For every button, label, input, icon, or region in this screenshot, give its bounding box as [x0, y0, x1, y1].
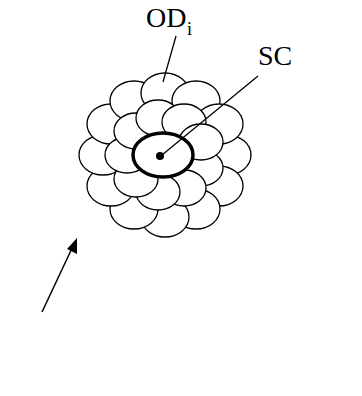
subscript-label: i: [187, 20, 192, 38]
part-label: SC: [258, 42, 292, 70]
part-label: OD: [146, 4, 186, 32]
